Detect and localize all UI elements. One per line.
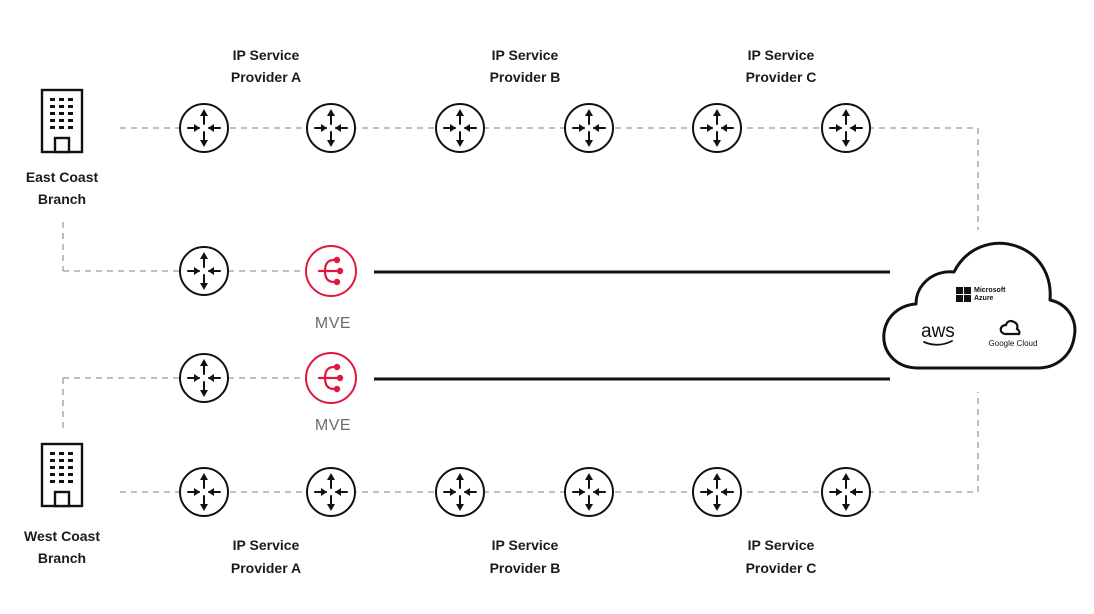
mve-icon: [304, 351, 358, 405]
router-icon: [564, 467, 614, 517]
west-branch-label-2: Branch: [38, 550, 86, 566]
router-icon: [179, 246, 229, 296]
west-branch-label-1: West Coast: [24, 528, 100, 544]
router-icon: [821, 467, 871, 517]
mve-label-2: MVE: [315, 417, 351, 434]
top-provider-a-label-2: Provider A: [231, 69, 301, 85]
router-icon: [564, 103, 614, 153]
top-provider-c-label-2: Provider C: [746, 69, 817, 85]
aws-smile-icon: [923, 340, 953, 346]
connection-lines: [62, 127, 979, 493]
router-icon: [692, 467, 742, 517]
bottom-provider-b-label-1: IP Service: [492, 537, 559, 553]
building-icon: [40, 88, 84, 154]
bottom-provider-c-label-1: IP Service: [748, 537, 815, 553]
router-icon: [821, 103, 871, 153]
router-icon: [179, 353, 229, 403]
bottom-provider-a-label-2: Provider A: [231, 560, 301, 576]
mve-label-1: MVE: [315, 315, 351, 332]
top-provider-c-label-1: IP Service: [748, 47, 815, 63]
aws-label: aws: [921, 321, 955, 342]
router-icon: [306, 103, 356, 153]
router-icon: [179, 467, 229, 517]
top-provider-a-label-1: IP Service: [233, 47, 300, 63]
bottom-provider-c-label-2: Provider C: [746, 560, 817, 576]
east-branch-label-1: East Coast: [26, 169, 99, 185]
bottom-provider-a-label-1: IP Service: [233, 537, 300, 553]
building-icon: [40, 442, 84, 508]
google-cloud-label: Google Cloud: [989, 339, 1038, 348]
router-icon: [435, 467, 485, 517]
router-icon: [692, 103, 742, 153]
east-branch-label-2: Branch: [38, 191, 86, 207]
mve-icon: [304, 244, 358, 298]
azure-label-1: Microsoft: [974, 287, 1006, 294]
top-provider-b-label-1: IP Service: [492, 47, 559, 63]
google-cloud-icon: [999, 319, 1021, 336]
router-icon: [179, 103, 229, 153]
router-icon: [306, 467, 356, 517]
microsoft-azure-icon: [956, 287, 971, 302]
bottom-provider-b-label-2: Provider B: [490, 560, 561, 576]
router-icon: [435, 103, 485, 153]
cloud-icon: [882, 241, 1077, 370]
azure-label-2: Azure: [974, 295, 994, 302]
top-provider-b-label-2: Provider B: [490, 69, 561, 85]
cloud: Microsoft Azure aws Google Cloud: [882, 241, 1077, 370]
